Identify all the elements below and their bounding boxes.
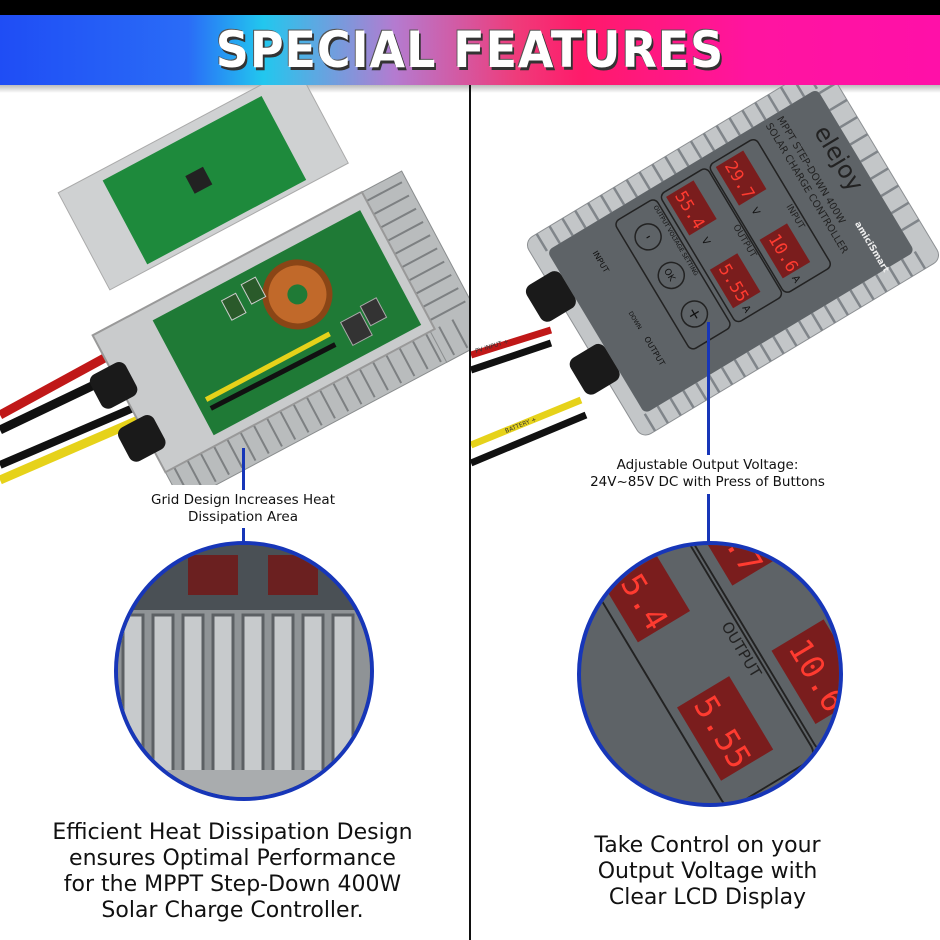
input-current-lcd [759,223,811,279]
left-caption: Efficient Heat Dissipation Design ensure… [15,820,450,924]
caption-line-4: Solar Charge Controller. [101,898,364,923]
capacitor [339,311,373,347]
voltage-setting-group [615,199,731,350]
black-cable-2 [471,411,588,467]
input-display-group [709,138,831,293]
top-black-strip [0,0,940,15]
device-body: elejoy MPPT STEP-DOWN 400W SOLAR CHARGE … [525,85,940,436]
wire-label: BATTERY + [504,416,537,435]
capacitor [240,276,267,305]
right-callout-text: Adjustable Output Voltage: 24V~85V DC wi… [555,457,860,491]
cable-gland [525,271,576,322]
header-banner: SPECIAL FEATURES [0,15,940,85]
panel-divider [469,85,471,940]
internal-wire [204,331,331,402]
right-caption: Take Control on your Output Voltage with… [490,833,925,911]
caption-line-2: ensures Optimal Performance [69,846,396,871]
front-panel [549,90,913,412]
right-callout-line [707,322,710,455]
output-display-group [660,168,783,323]
right-callout-line-lower [707,494,710,544]
left-callout-line [242,448,245,490]
black-cable [471,339,553,374]
cable-gland [117,415,166,462]
capacitor [220,292,247,321]
lcd-zoom-circle: 29.7 10.6 55.4 5.55 INPUT OUTPUT [577,541,843,807]
input-voltage-lcd [715,150,767,206]
callout-line-1: Grid Design Increases Heat [150,492,335,508]
heat-fin-closeup: OUT [118,545,370,797]
page-title: SPECIAL FEATURES [215,21,725,79]
caption-line-3: Clear LCD Display [608,885,807,910]
callout-line-2: 24V~85V DC with Press of Buttons [590,474,825,490]
left-callout-line-lower [242,528,245,544]
caption-line-3: for the MPPT Step-Down 400W [63,872,402,897]
caption-line-2: Output Voltage with [597,859,818,884]
unit-label: V [748,206,761,218]
out-label: OUT [312,554,336,567]
output-voltage-lcd [666,180,717,236]
controller-photo: PV INPUT + BATTERY + elejoy MPPT STEP-DO… [471,85,940,467]
left-callout-text: Grid Design Increases Heat Dissipation A… [93,492,393,526]
caption-line-1: Efficient Heat Dissipation Design [52,820,413,845]
unit-label: V [699,236,712,248]
unit-label: A [789,274,802,286]
open-controller-photo [0,85,469,485]
output-current-lcd [709,253,761,309]
unit-label: A [739,303,752,315]
cable-gland [89,362,138,409]
black-cable-2 [0,399,147,469]
heat-fin-zoom-circle: OUT [114,541,374,801]
red-cable [471,326,553,359]
capacitor [359,297,388,327]
lcd-closeup: 29.7 10.6 55.4 5.55 INPUT OUTPUT [584,545,839,803]
red-cable [0,351,113,419]
caption-line-1: Take Control on your [594,833,821,858]
callout-line-1: Adjustable Output Voltage: [616,457,799,473]
callout-line-2: Dissipation Area [187,509,299,525]
yellow-cable [471,396,583,449]
cable-gland [569,343,620,395]
